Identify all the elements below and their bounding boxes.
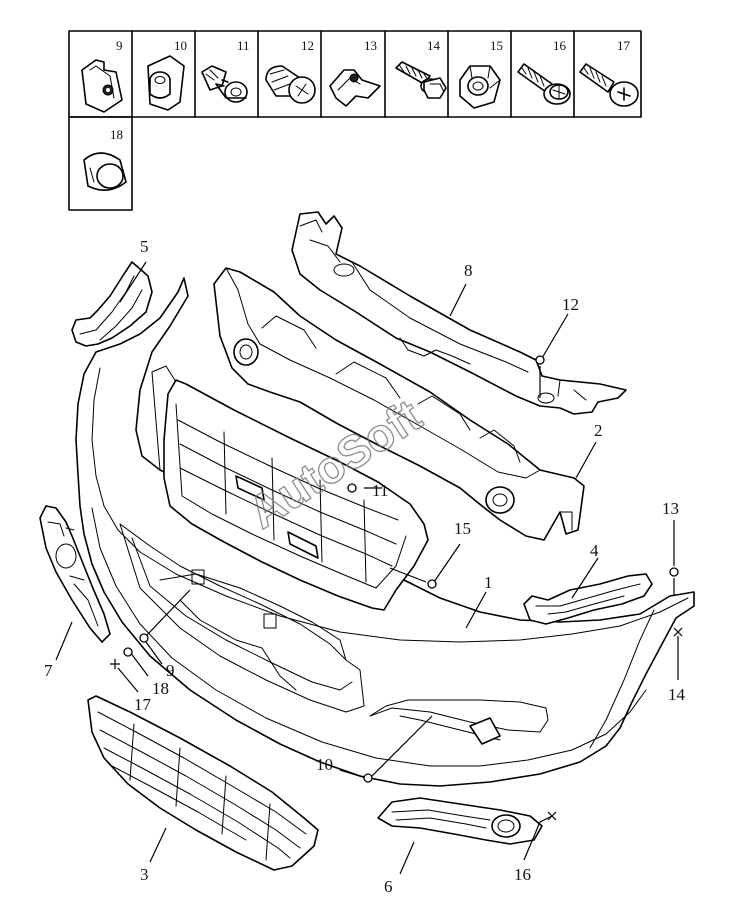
callout-12: 12 xyxy=(562,295,579,314)
right-fog-lamp-bezel xyxy=(377,797,543,845)
marker-12 xyxy=(535,355,545,365)
legend-num-18: 18 xyxy=(110,127,123,142)
marker-17 xyxy=(110,659,120,669)
marker-9 xyxy=(139,633,149,643)
flange-bolt-icon xyxy=(395,61,447,99)
callout-11: 11 xyxy=(372,481,388,500)
callout-5: 5 xyxy=(140,237,149,256)
callout-8: 8 xyxy=(464,261,473,280)
callout-14: 14 xyxy=(668,685,686,704)
legend-num-14: 14 xyxy=(427,38,441,53)
callout-1: 1 xyxy=(484,573,493,592)
callout-18: 18 xyxy=(152,679,169,698)
rubber-bumper-icon xyxy=(83,152,127,191)
screw-rivet-icon xyxy=(265,65,316,104)
callout-17: 17 xyxy=(134,695,152,714)
legend-num-11: 11 xyxy=(237,38,250,53)
leader-lines xyxy=(55,261,679,875)
fastener-markers xyxy=(110,355,683,821)
legend-num-12: 12 xyxy=(301,38,314,53)
marker-16 xyxy=(547,811,557,821)
marker-18 xyxy=(123,647,133,657)
tapping-screw-icon xyxy=(579,63,639,107)
legend-num-9: 9 xyxy=(116,38,123,53)
callout-3: 3 xyxy=(140,865,149,884)
clip-nut-icon xyxy=(81,59,123,113)
left-fog-lamp-bracket xyxy=(39,505,111,643)
callout-13: 13 xyxy=(662,499,679,518)
callout-7: 7 xyxy=(44,661,53,680)
push-rivet-icon xyxy=(201,65,248,103)
speed-nut-icon xyxy=(329,69,381,107)
plastic-nut-icon xyxy=(147,55,185,111)
washer-screw-icon xyxy=(517,63,571,105)
callout-2: 2 xyxy=(594,421,603,440)
callout-6: 6 xyxy=(384,877,393,896)
legend-num-17: 17 xyxy=(617,38,631,53)
legend-num-16: 16 xyxy=(553,38,567,53)
legend-num-13: 13 xyxy=(364,38,377,53)
legend-num-10: 10 xyxy=(174,38,187,53)
hex-nut-icon xyxy=(459,65,501,109)
marker-15 xyxy=(427,579,437,589)
callout-4: 4 xyxy=(590,541,599,560)
marker-14 xyxy=(673,627,683,637)
upper-reinforcement-bracket xyxy=(291,211,627,415)
marker-10 xyxy=(363,773,373,783)
fastener-legend-table: 9 10 11 12 13 14 15 16 17 18 xyxy=(68,30,642,211)
marker-11 xyxy=(347,483,357,493)
front-bumper-cover xyxy=(75,277,695,787)
lower-grille xyxy=(87,695,319,871)
callout-16: 16 xyxy=(514,865,531,884)
marker-13 xyxy=(669,567,679,577)
callout-10: 10 xyxy=(316,755,333,774)
callout-numbers: 5 8 12 2 11 15 13 4 1 7 9 18 17 14 10 3 … xyxy=(44,237,686,896)
legend-num-15: 15 xyxy=(490,38,503,53)
callout-15: 15 xyxy=(454,519,471,538)
callout-9: 9 xyxy=(166,661,175,680)
upper-grille xyxy=(163,379,429,611)
right-side-bracket xyxy=(523,573,653,625)
energy-absorber xyxy=(213,267,585,541)
